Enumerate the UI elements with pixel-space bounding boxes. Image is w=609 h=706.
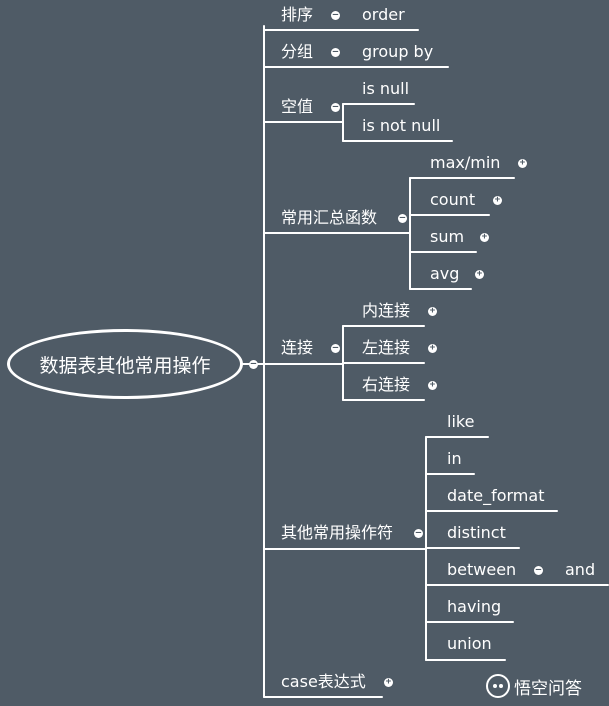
branch-group-label[interactable]: 分组 — [281, 42, 314, 61]
branch-join-label[interactable]: 连接 — [281, 338, 314, 357]
leaf-avg-expand-icon[interactable]: + — [475, 269, 484, 279]
leaf-avg-label[interactable]: avg — [430, 264, 460, 283]
leaf-between-collapse-icon[interactable]: – — [534, 565, 543, 575]
leaf-order-label[interactable]: order — [362, 5, 405, 24]
leaf-having-label[interactable]: having — [447, 597, 502, 616]
leaf-like-label[interactable]: like — [447, 412, 475, 431]
leaf-group-by-label[interactable]: group by — [362, 42, 434, 61]
watermark: 悟空问答 — [486, 671, 582, 701]
leaf-sum-label[interactable]: sum — [430, 227, 465, 246]
leaf-is-not-null-label[interactable]: is not null — [362, 116, 441, 135]
root-collapse-icon[interactable]: – — [249, 359, 258, 369]
leaf-between-label[interactable]: between — [447, 560, 517, 579]
leaf-left-join-expand-icon[interactable]: + — [428, 343, 437, 353]
leaf-count-label[interactable]: count — [430, 190, 476, 209]
wukong-logo-icon — [486, 674, 510, 698]
branch-aggregate-functions-label[interactable]: 常用汇总函数 — [281, 208, 378, 227]
branch-null-collapse-icon[interactable]: – — [331, 102, 340, 112]
leaf-sum-expand-icon[interactable]: + — [480, 232, 489, 242]
leaf-inner-join-expand-icon[interactable]: + — [428, 306, 437, 316]
leaf-left-join-label[interactable]: 左连接 — [362, 338, 411, 357]
branch-join-collapse-icon[interactable]: – — [331, 343, 340, 353]
leaf-max-min-label[interactable]: max/min — [430, 153, 501, 172]
branch-aggregate-collapse-icon[interactable]: – — [398, 213, 407, 223]
branch-sort-label[interactable]: 排序 — [281, 5, 314, 24]
leaf-inner-join-label[interactable]: 内连接 — [362, 301, 411, 320]
leaf-is-null-label[interactable]: is null — [362, 79, 410, 98]
branch-other-operators-collapse-icon[interactable]: – — [414, 528, 423, 538]
leaf-in-label[interactable]: in — [447, 449, 462, 468]
leaf-and-label[interactable]: and — [565, 560, 596, 579]
branch-case-expand-icon[interactable]: + — [384, 677, 393, 687]
leaf-max-min-expand-icon[interactable]: + — [518, 158, 527, 168]
leaf-union-label[interactable]: union — [447, 634, 492, 653]
leaf-right-join-label[interactable]: 右连接 — [362, 375, 411, 394]
branch-other-operators-label[interactable]: 其他常用操作符 — [281, 523, 394, 542]
branch-group-collapse-icon[interactable]: – — [331, 47, 340, 57]
branch-case-expression-label[interactable]: case表达式 — [281, 672, 366, 691]
branch-null-label[interactable]: 空值 — [281, 97, 314, 116]
leaf-distinct-label[interactable]: distinct — [447, 523, 506, 542]
leaf-count-expand-icon[interactable]: + — [493, 195, 502, 205]
root-node-label: 数据表其他常用操作 — [39, 354, 211, 377]
watermark-text: 悟空问答 — [514, 678, 582, 699]
root-node[interactable]: 数据表其他常用操作 — [7, 329, 243, 399]
leaf-right-join-expand-icon[interactable]: + — [428, 380, 437, 390]
leaf-date-format-label[interactable]: date_format — [447, 486, 545, 505]
branch-sort-collapse-icon[interactable]: – — [331, 10, 340, 20]
